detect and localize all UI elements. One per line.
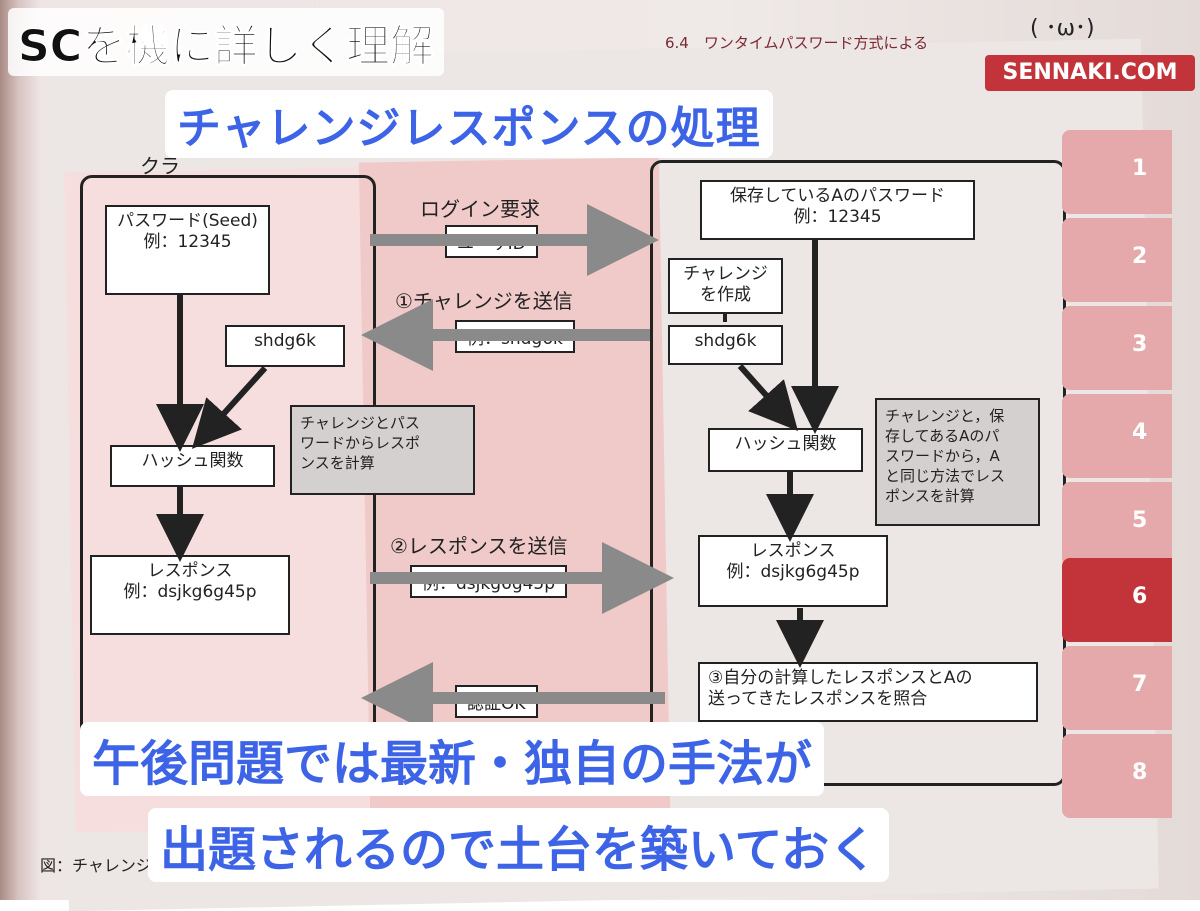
- chapter-tab-2[interactable]: 2: [1062, 218, 1172, 302]
- response-message: 例：dsjkg6g45p: [410, 565, 568, 598]
- server-compare-box: ③自分の計算したレスポンスとAの 送ってきたレスポンスを照合: [698, 662, 1038, 722]
- challenge-label: ①チャレンジを送信: [395, 289, 573, 313]
- server-create-box: チャレンジ を作成: [668, 258, 783, 314]
- client-password-box: パスワード(Seed) 例：12345: [105, 205, 270, 295]
- chapter-tab-1[interactable]: 1: [1062, 130, 1172, 214]
- server-note: チャレンジと，保 存してあるAのパ スワードから，A と同じ方法でレス ポンスを…: [875, 398, 1040, 526]
- chapter-tab-5[interactable]: 5: [1062, 482, 1172, 566]
- auth-message: 認証OK: [455, 685, 538, 718]
- chapter-tab-7[interactable]: 7: [1062, 646, 1172, 730]
- book-header: 6.4 ワンタイムパスワード方式による: [665, 34, 929, 52]
- chapter-tab-3[interactable]: 3: [1062, 306, 1172, 390]
- client-response-box: レスポンス 例：dsjkg6g45p: [90, 555, 290, 635]
- server-stored-box: 保存しているAのパスワード 例：12345: [700, 180, 975, 240]
- client-note: チャレンジとパス ワードからレスポ ンスを計算: [290, 405, 475, 495]
- title-main: SCを機に詳しく理解: [8, 8, 444, 76]
- brand-face-icon: ( ･ω･): [1030, 16, 1095, 41]
- chapter-tab-6[interactable]: 6: [1062, 558, 1172, 642]
- client-hash-box: ハッシュ関数: [110, 445, 275, 487]
- response-label: ②レスポンスを送信: [390, 534, 568, 558]
- chapter-tab-4[interactable]: 4: [1062, 394, 1172, 478]
- login-message: ユーザID: [445, 225, 538, 258]
- brand-badge: SENNAKI.COM: [985, 55, 1195, 91]
- login-label: ログイン要求: [420, 197, 540, 221]
- challenge-message: 例：shdg6k: [455, 320, 575, 353]
- figure-caption: 図：チャレンジ: [40, 856, 152, 875]
- chapter-tab-8[interactable]: 8: [1062, 734, 1172, 818]
- server-hash-box: ハッシュ関数: [708, 428, 863, 472]
- server-response-box: レスポンス 例：dsjkg6g45p: [698, 535, 888, 607]
- title-sub: チャレンジレスポンスの処理: [165, 90, 773, 158]
- bottom-caption-line1: 午後問題では最新・独自の手法が: [80, 722, 825, 796]
- client-challenge-box: shdg6k: [225, 325, 345, 367]
- bottom-caption-line2: 出題されるので土台を築いておく: [148, 808, 890, 882]
- server-challenge-box: shdg6k: [668, 325, 783, 365]
- client-label: クラ: [140, 154, 180, 178]
